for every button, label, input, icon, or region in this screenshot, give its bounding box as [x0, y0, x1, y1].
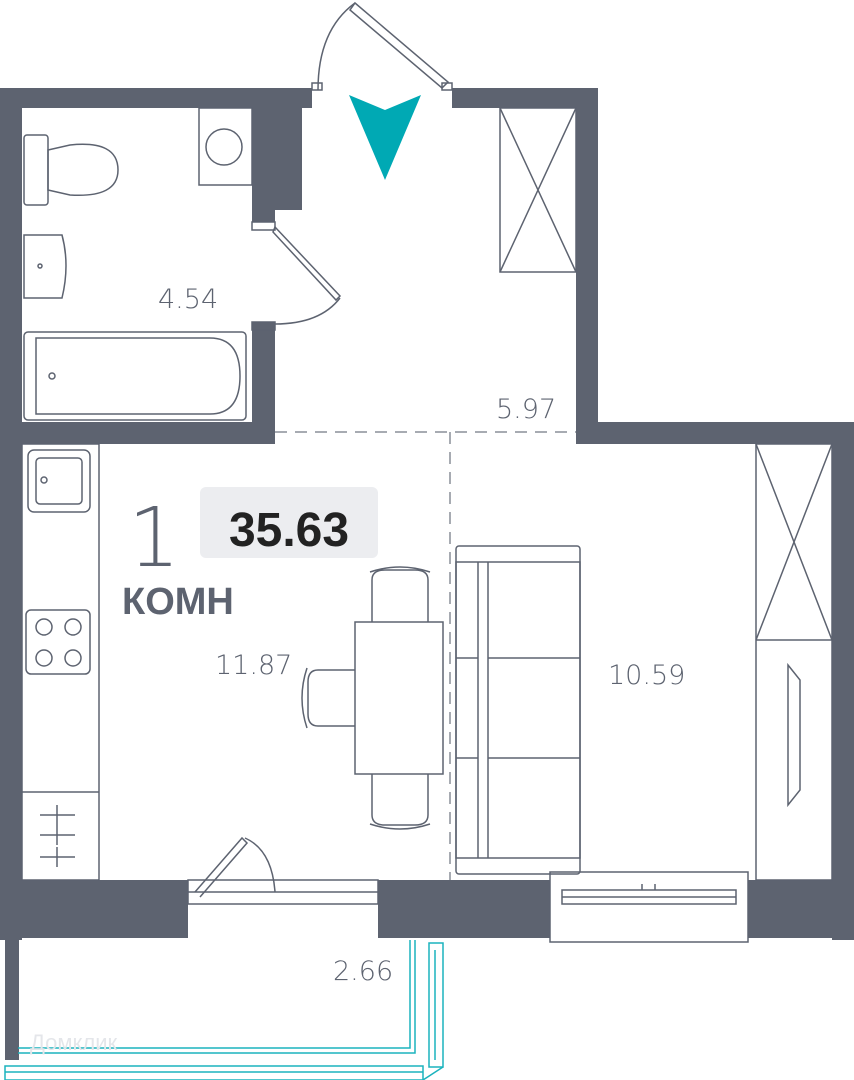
area-kitchen: 11.87 — [215, 650, 292, 681]
sink — [23, 234, 67, 299]
sofa — [455, 545, 581, 875]
window-kitchen — [187, 836, 379, 905]
area-bathroom: 4.54 — [158, 284, 218, 315]
wardrobe-room — [755, 443, 833, 881]
wardrobe-hall — [499, 107, 577, 273]
washing-machine — [198, 107, 253, 186]
area-hallway: 5.97 — [496, 394, 556, 425]
entrance-arrow-icon — [349, 95, 421, 180]
bathroom-door — [251, 221, 342, 331]
walls — [0, 88, 854, 1060]
balcony — [4, 940, 444, 1080]
dining-table — [301, 566, 444, 830]
total-area: 35.63 — [229, 504, 349, 557]
area-balcony: 2.66 — [333, 956, 393, 987]
area-living-room: 10.59 — [608, 660, 685, 691]
rooms-label: КОМН — [122, 581, 234, 623]
rooms-count: 1 — [128, 491, 180, 586]
toilet — [23, 134, 119, 206]
total-area-badge — [200, 487, 378, 558]
entrance-door — [311, 1, 453, 91]
watermark: Домклик — [30, 1030, 118, 1055]
window-room — [549, 871, 749, 943]
kitchen-counter — [21, 443, 100, 881]
bathtub — [23, 331, 247, 421]
